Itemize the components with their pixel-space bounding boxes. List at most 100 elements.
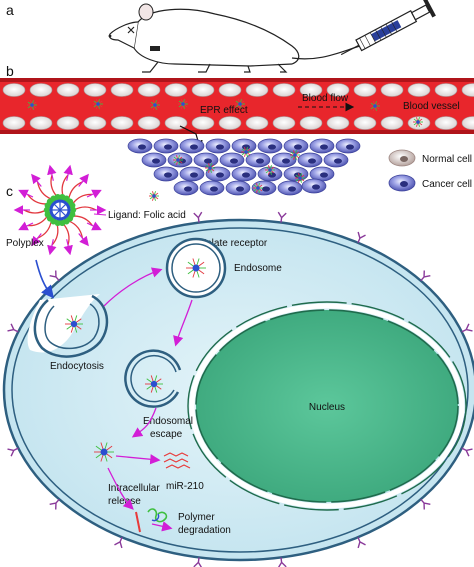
red-blood-cells-bottom (2, 116, 474, 130)
polymer-debris (135, 508, 168, 533)
red-blood-cell (353, 83, 377, 97)
blood-vessel-label: Blood vessel (403, 101, 460, 112)
mirna-strands (163, 452, 191, 469)
polyplex-particle (173, 155, 183, 165)
cancer-cell (205, 138, 231, 154)
red-blood-cell (272, 83, 296, 97)
cancer-cell (179, 138, 205, 154)
polyplex-released (94, 442, 114, 462)
red-blood-cell (218, 116, 242, 130)
arrow-to-release (131, 407, 157, 438)
red-blood-cell (164, 83, 188, 97)
polyplex-particle (205, 163, 215, 173)
endosome (165, 237, 227, 299)
polyplex-particle (27, 100, 37, 110)
tumor-cell-cluster (127, 138, 361, 201)
folate-receptor (357, 231, 366, 244)
cancer-cell (193, 152, 219, 168)
polyplex-in-endosome (186, 258, 206, 278)
polyplex-particle (145, 375, 163, 393)
mirna-label: miR-210 (166, 481, 204, 492)
red-blood-cell (272, 116, 296, 130)
nucleus-label: Nucleus (309, 402, 345, 413)
red-blood-cell (2, 83, 26, 97)
red-blood-cell (380, 83, 404, 97)
cancer-cell (297, 152, 323, 168)
cancer-cell (153, 166, 179, 182)
polyplex-particle (65, 315, 83, 333)
ligand-pointer (93, 213, 107, 216)
cancer-cell (251, 180, 277, 196)
red-blood-cell (299, 83, 323, 97)
folate-receptor (49, 270, 60, 282)
red-blood-cell (110, 116, 134, 130)
polyplex-in-escape (145, 375, 163, 393)
cancer-cell (205, 166, 231, 182)
red-blood-cell (218, 83, 242, 97)
cancer-cell (335, 138, 361, 154)
red-blood-cell (83, 83, 107, 97)
polyplex-particle (235, 99, 245, 109)
blood-flow-label: Blood flow (302, 93, 349, 104)
polymer-degradation-label-2: degradation (178, 525, 231, 536)
panel-label-a: a (6, 2, 14, 18)
folate-receptor (420, 270, 431, 282)
cancer-cell (199, 180, 225, 196)
cancer-cell (323, 152, 349, 168)
cancer-cell (225, 180, 251, 196)
polymer-degradation-label-1: Polymer (178, 512, 215, 523)
folate-receptor (7, 323, 19, 333)
polyplex-particle (370, 101, 380, 111)
ligand-folic-acid-label: Ligand: Folic acid (108, 210, 186, 221)
cancer-cell (309, 166, 335, 182)
cancer-cell (301, 178, 327, 194)
cell-legend: Normal cell Cancer cell (388, 149, 472, 192)
red-blood-cell (380, 116, 404, 130)
red-blood-cell (2, 116, 26, 130)
polyplex-particle (178, 99, 188, 109)
cancer-cell (153, 138, 179, 154)
legend-normal-cell-label: Normal cell (422, 154, 472, 165)
polyplex-entry-arrow (35, 259, 54, 299)
endosomal-escape-label-1: Endosomal (143, 416, 193, 427)
red-blood-cell (29, 83, 53, 97)
panel-label-b: b (6, 63, 14, 79)
cancer-cell (271, 152, 297, 168)
polyplex-particle (150, 100, 160, 110)
endocytosis-label: Endocytosis (50, 361, 104, 372)
arrow-to-escape (173, 299, 193, 347)
intracellular-release-label-1: Intracellular (108, 483, 160, 494)
red-blood-cell (299, 116, 323, 130)
polyplex-particle (265, 165, 275, 175)
legend-cancer-cell-nucleus (400, 181, 408, 187)
polyplex-particle (241, 147, 251, 157)
red-blood-cell (191, 116, 215, 130)
blood-vessel (0, 78, 474, 134)
arrow-to-mirna (115, 454, 161, 465)
red-blood-cell (434, 83, 458, 97)
polyplex-in-endocytosis (65, 315, 83, 333)
mouse-illustration (108, 3, 361, 73)
polyplex-large (13, 164, 107, 256)
red-blood-cell (434, 116, 458, 130)
red-blood-cell (407, 83, 431, 97)
folate-receptor (461, 323, 473, 333)
panel-label-c: c (6, 183, 13, 199)
endosome-label: Endosome (234, 263, 282, 274)
cancer-cell (283, 138, 309, 154)
vessel-polyplexes (27, 99, 423, 127)
red-blood-cell (461, 116, 474, 130)
endocytosis-vesicle (33, 294, 109, 358)
arrow-to-endosome (103, 267, 163, 307)
invagination-mask (27, 294, 100, 353)
red-blood-cell (29, 116, 53, 130)
polyplex-particle (413, 117, 423, 127)
polyplex-particle (253, 183, 263, 193)
endosomal-escape-label-2: escape (150, 429, 183, 440)
red-blood-cell (56, 116, 80, 130)
polyplex-particle (295, 173, 305, 183)
polyplex-particle (93, 99, 103, 109)
folate-receptor (277, 211, 287, 223)
folate-receptor (7, 447, 19, 457)
